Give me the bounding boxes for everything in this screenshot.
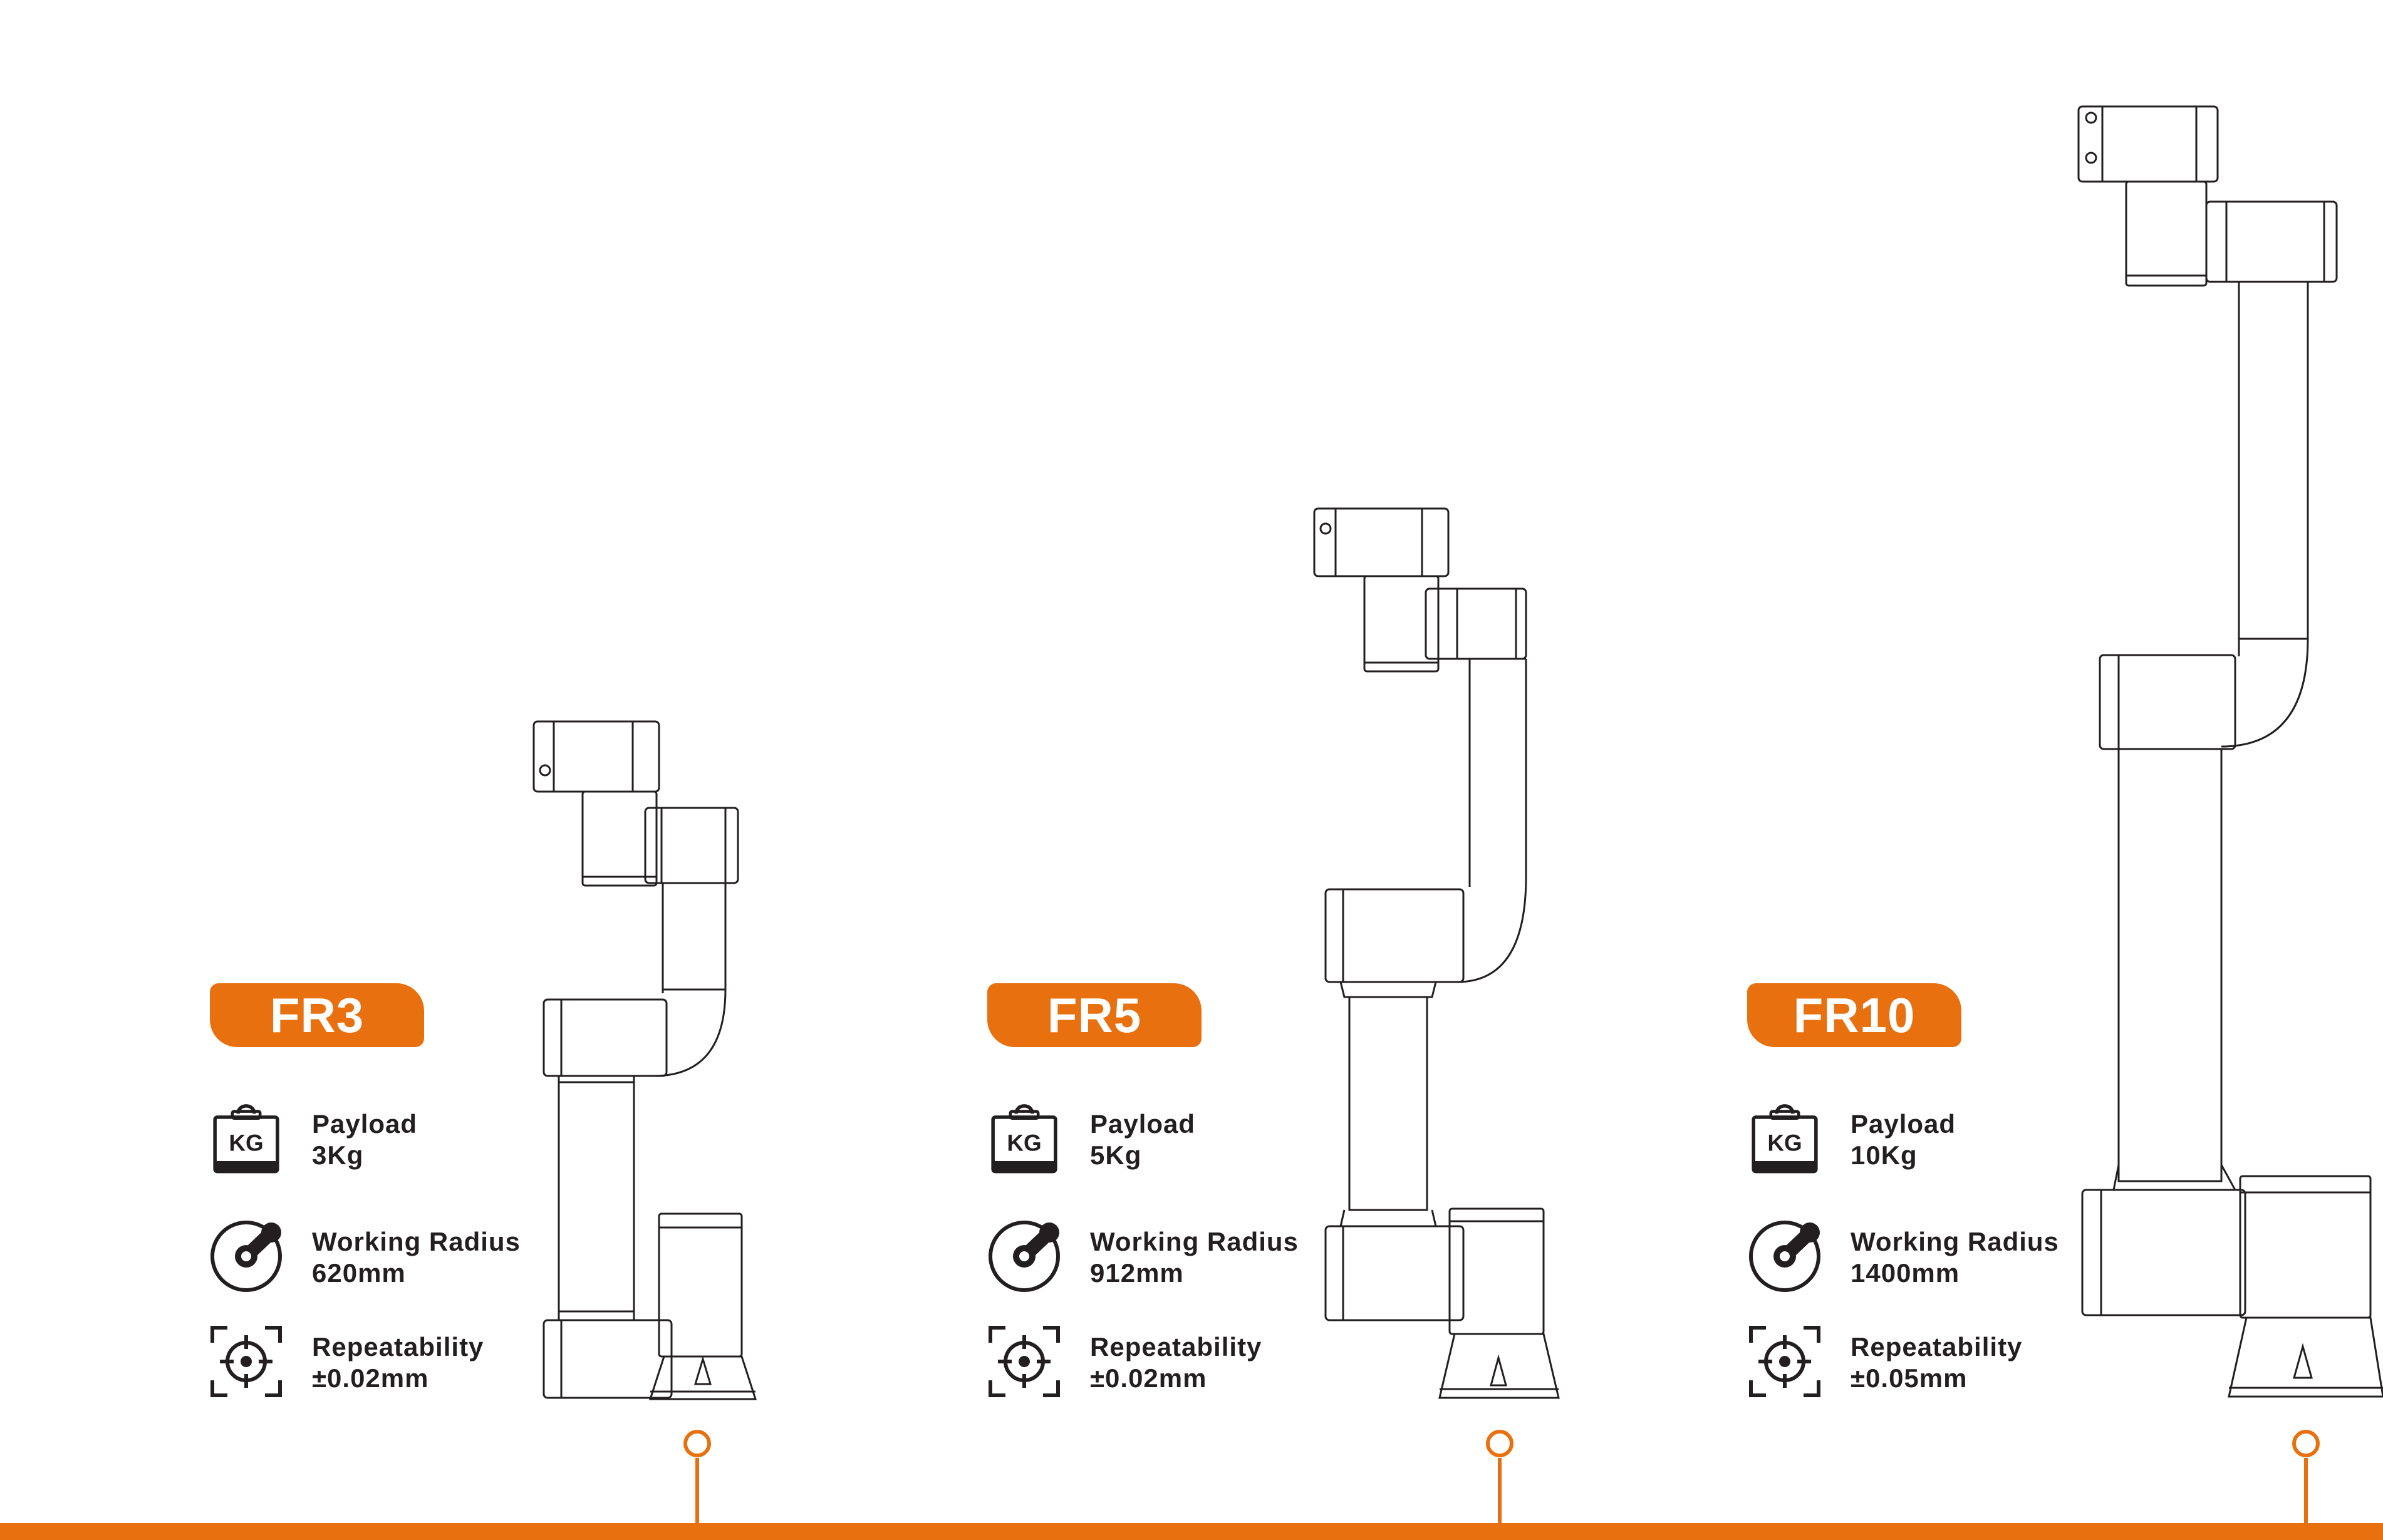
timeline-stem bbox=[1498, 1458, 1502, 1524]
timeline-bar bbox=[0, 1523, 2383, 1540]
spec-payload: KG Payload 5Kg bbox=[987, 1101, 1363, 1182]
spec-repeatability: Repeatability ±0.02mm bbox=[209, 1324, 584, 1405]
robot-arm-illustration bbox=[2077, 105, 2383, 1398]
kg-weight-icon: KG bbox=[209, 1101, 284, 1176]
spec-value: 620mm bbox=[312, 1258, 406, 1288]
spec-value: 10Kg bbox=[1851, 1140, 1918, 1170]
timeline-marker bbox=[2290, 1428, 2322, 1459]
spec-value: ±0.02mm bbox=[1090, 1363, 1207, 1393]
spec-working-radius: Working Radius 620mm bbox=[209, 1219, 584, 1300]
kg-icon-label: KG bbox=[1007, 1130, 1041, 1155]
spec-label: Working Radius bbox=[1851, 1227, 2059, 1256]
spec-payload: KG Payload 3Kg bbox=[209, 1101, 584, 1182]
spec-label: Repeatability bbox=[1851, 1332, 2023, 1362]
kg-weight-icon: KG bbox=[1747, 1101, 1822, 1176]
spec-value: ±0.05mm bbox=[1851, 1363, 1968, 1393]
spec-value: 5Kg bbox=[1090, 1140, 1142, 1170]
spec-label: Payload bbox=[1090, 1109, 1196, 1139]
working-radius-icon bbox=[1747, 1219, 1822, 1294]
product-fr3: FR3 KG Payload 3Kg Working Radius 620mm … bbox=[0, 0, 783, 1540]
spec-value: 3Kg bbox=[312, 1140, 364, 1170]
spec-repeatability: Repeatability ±0.05mm bbox=[1747, 1324, 2123, 1405]
model-badge: FR5 bbox=[987, 983, 1202, 1047]
kg-icon-label: KG bbox=[229, 1130, 263, 1155]
timeline-stem bbox=[695, 1458, 699, 1524]
spec-value: 1400mm bbox=[1851, 1258, 1960, 1288]
spec-value: 912mm bbox=[1090, 1258, 1184, 1288]
kg-weight-icon: KG bbox=[987, 1101, 1062, 1176]
timeline-stem bbox=[2304, 1458, 2308, 1524]
spec-label: Repeatability bbox=[312, 1332, 484, 1362]
spec-payload: KG Payload 10Kg bbox=[1747, 1101, 2123, 1182]
robot-arm-illustration bbox=[1313, 507, 1560, 1399]
spec-repeatability: Repeatability ±0.02mm bbox=[987, 1324, 1363, 1405]
robot-arm-illustration bbox=[532, 720, 757, 1400]
spec-label: Repeatability bbox=[1090, 1332, 1262, 1362]
spec-label: Payload bbox=[312, 1109, 418, 1139]
model-badge: FR3 bbox=[210, 983, 424, 1047]
spec-value: ±0.02mm bbox=[312, 1363, 429, 1393]
spec-working-radius: Working Radius 1400mm bbox=[1747, 1219, 2123, 1300]
kg-icon-label: KG bbox=[1767, 1130, 1802, 1155]
spec-label: Working Radius bbox=[1090, 1227, 1299, 1256]
repeatability-target-icon bbox=[1747, 1324, 1822, 1399]
spec-working-radius: Working Radius 912mm bbox=[987, 1219, 1363, 1300]
spec-label: Payload bbox=[1851, 1109, 1956, 1139]
product-fr5: FR5 KG Payload 5Kg Working Radius 912mm … bbox=[0, 507, 1560, 1524]
spec-label: Working Radius bbox=[312, 1227, 521, 1256]
model-badge: FR10 bbox=[1747, 983, 1961, 1047]
